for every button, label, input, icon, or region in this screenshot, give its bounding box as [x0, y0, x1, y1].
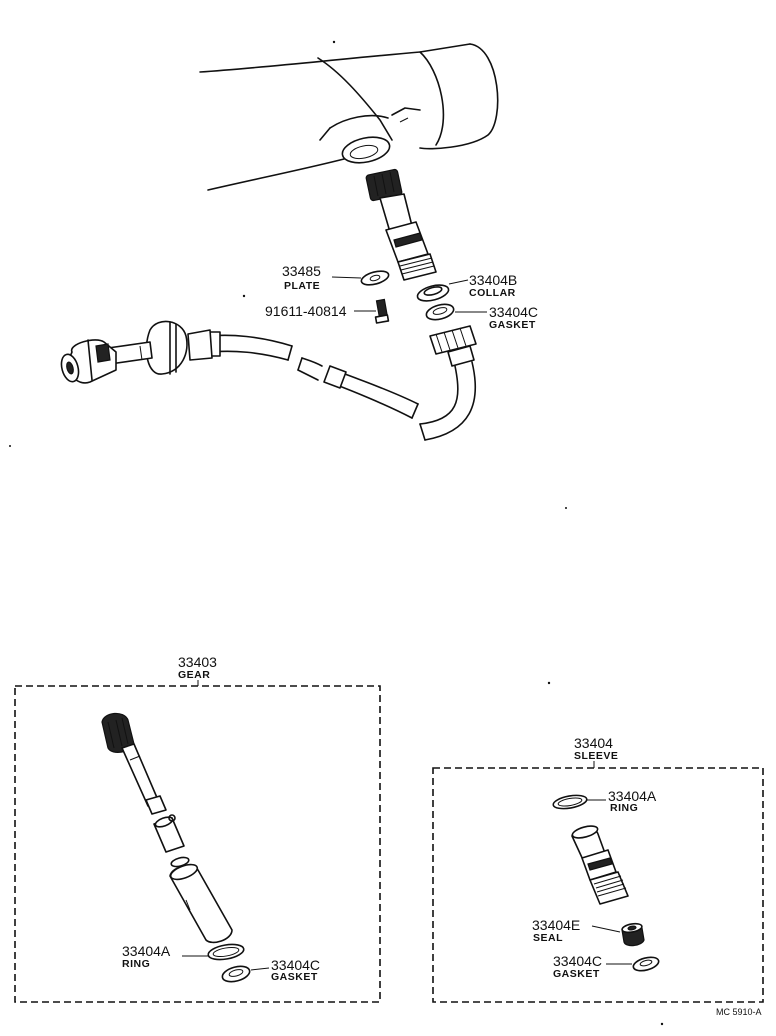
seal-33404E	[591, 922, 645, 947]
label-33404C-left-number: 33404C	[271, 957, 320, 973]
label-33404C-right-number: 33404C	[553, 953, 602, 969]
gear-33403	[101, 712, 233, 944]
label-33404A-left-name: RING	[122, 958, 150, 970]
label-33404C-right-name: GASKET	[553, 968, 600, 980]
reference-code: MC 5910-A	[716, 1007, 762, 1017]
ring-33404A-left	[182, 943, 245, 961]
sleeve-kit-box	[432, 767, 764, 1003]
label-33485-number: 33485	[282, 263, 321, 279]
label-33404E-name: SEAL	[533, 932, 563, 944]
label-33404B-number: 33404B	[469, 272, 517, 288]
label-33404C-top-name: GASKET	[489, 319, 536, 331]
label-33404A-left-number: 33404A	[122, 943, 171, 959]
transmission-housing	[199, 43, 499, 191]
collar-33404B	[416, 279, 469, 302]
label-33404-number: 33404	[574, 735, 613, 751]
sleeve-33404	[571, 825, 629, 905]
label-33404-name: SLEEVE	[574, 750, 618, 762]
label-33404A-right-name: RING	[610, 802, 638, 814]
label-33404C-left-name: GASKET	[271, 971, 318, 983]
label-33485-name: PLATE	[284, 280, 320, 292]
driven-gear-assembly	[365, 168, 437, 281]
speedometer-cable	[60, 320, 477, 441]
ring-33404A-right	[552, 794, 606, 810]
gasket-33404C-right	[606, 956, 660, 972]
plate-33485	[331, 270, 390, 286]
label-33404A-right-number: 33404A	[608, 788, 657, 804]
bolt-91611-40814	[354, 298, 390, 324]
gasket-33404C-left	[221, 965, 270, 983]
label-33404C-top-number: 33404C	[489, 304, 538, 320]
label-33404B-name: COLLAR	[469, 287, 516, 299]
label-33404E-number: 33404E	[532, 917, 580, 933]
label-33403-number: 33403	[178, 654, 217, 670]
label-91611-number: 91611-40814	[265, 303, 347, 319]
gasket-33404C-top	[425, 303, 487, 321]
label-33403-name: GEAR	[178, 669, 210, 681]
print-specks	[9, 40, 664, 1026]
gear-kit-box	[14, 685, 381, 1003]
